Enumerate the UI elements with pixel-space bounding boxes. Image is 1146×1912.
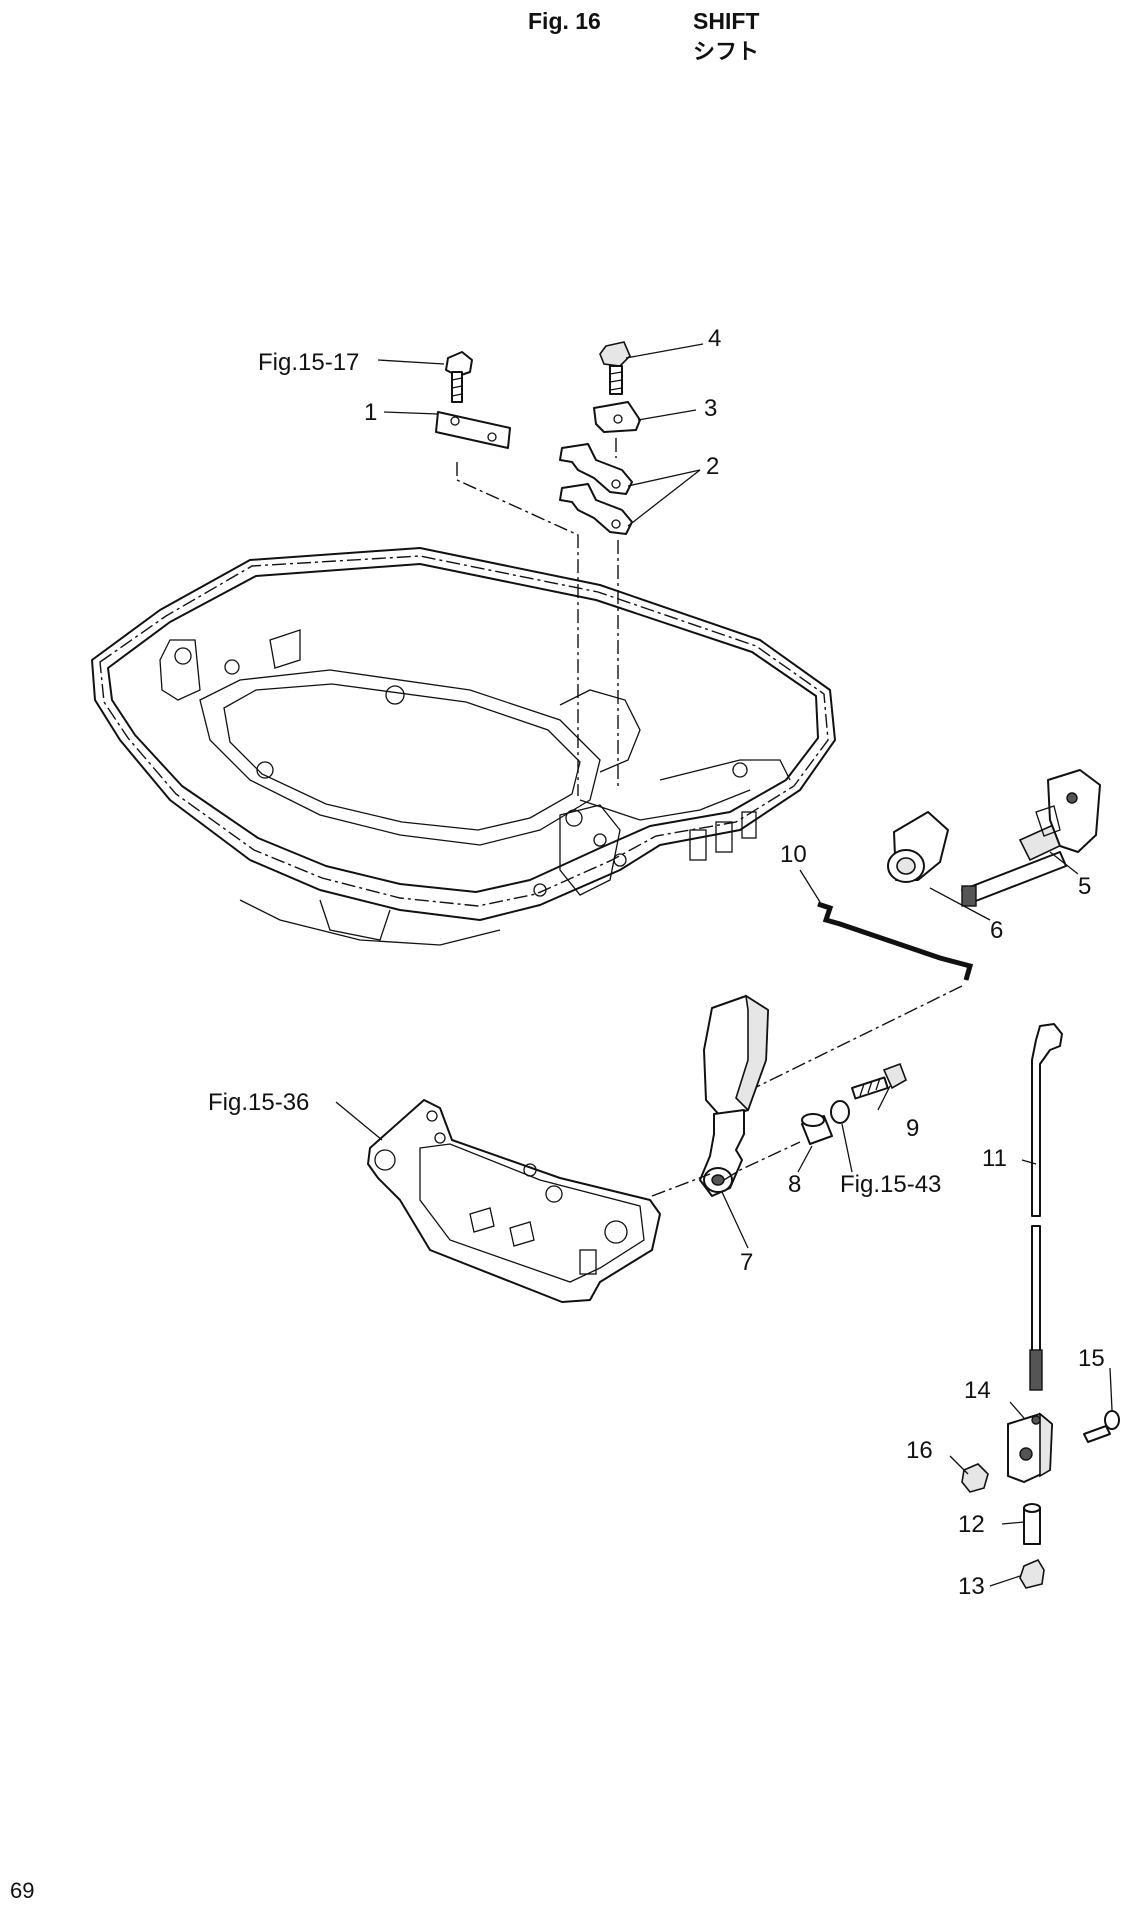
callout-9: 9 bbox=[906, 1115, 919, 1142]
lever-bracket-fig15-36 bbox=[367, 1099, 661, 1303]
callout-3: 3 bbox=[704, 395, 717, 422]
callout-7: 7 bbox=[740, 1249, 753, 1276]
callout-4: 4 bbox=[708, 325, 721, 352]
callout-12: 12 bbox=[958, 1511, 985, 1538]
bracket-2b bbox=[559, 483, 633, 535]
nut-13 bbox=[1019, 1558, 1045, 1589]
screw-15 bbox=[1083, 1410, 1120, 1443]
callout-8: 8 bbox=[788, 1171, 801, 1198]
shift-lever-7 bbox=[699, 994, 769, 1197]
screw-fig15-17 bbox=[445, 351, 473, 403]
callout-13: 13 bbox=[958, 1573, 985, 1600]
bottom-cowling-drawing bbox=[91, 547, 836, 946]
shift-rod-11 bbox=[1029, 1023, 1063, 1391]
callout-11: 11 bbox=[982, 1145, 1007, 1172]
callout-10: 10 bbox=[780, 841, 807, 868]
callout-16: 16 bbox=[906, 1437, 933, 1464]
callout-fig15-17: Fig.15-17 bbox=[258, 349, 359, 376]
callout-15: 15 bbox=[1078, 1345, 1105, 1372]
figure-number: Fig. 16 bbox=[528, 8, 601, 34]
switch-holder-6 bbox=[887, 811, 949, 883]
plate-1 bbox=[435, 411, 511, 449]
page-number: 69 bbox=[10, 1878, 35, 1903]
callout-14: 14 bbox=[964, 1377, 991, 1404]
callout-1: 1 bbox=[364, 399, 377, 426]
figure-title-japanese: シフト bbox=[693, 40, 760, 65]
bolt-9 bbox=[851, 1062, 907, 1100]
figure-title: SHIFT bbox=[693, 8, 760, 34]
callout-fig15-43: Fig.15-43 bbox=[840, 1171, 941, 1198]
spacer-12 bbox=[1023, 1503, 1041, 1545]
nut-16 bbox=[961, 1463, 989, 1493]
callout-6: 6 bbox=[990, 917, 1003, 944]
bracket-2a bbox=[559, 443, 633, 495]
neutral-switch-5 bbox=[961, 769, 1101, 907]
washer-fig15-43 bbox=[830, 1100, 850, 1124]
callout-2: 2 bbox=[706, 453, 719, 480]
collar-8 bbox=[801, 1113, 833, 1145]
plate-3 bbox=[593, 401, 641, 433]
callout-5: 5 bbox=[1078, 873, 1091, 900]
leader-lines bbox=[335, 343, 1113, 1587]
connector-14 bbox=[1007, 1412, 1053, 1483]
shift-rod-10 bbox=[817, 901, 974, 981]
callout-fig15-36: Fig.15-36 bbox=[208, 1089, 309, 1116]
bolt-4 bbox=[599, 341, 631, 395]
